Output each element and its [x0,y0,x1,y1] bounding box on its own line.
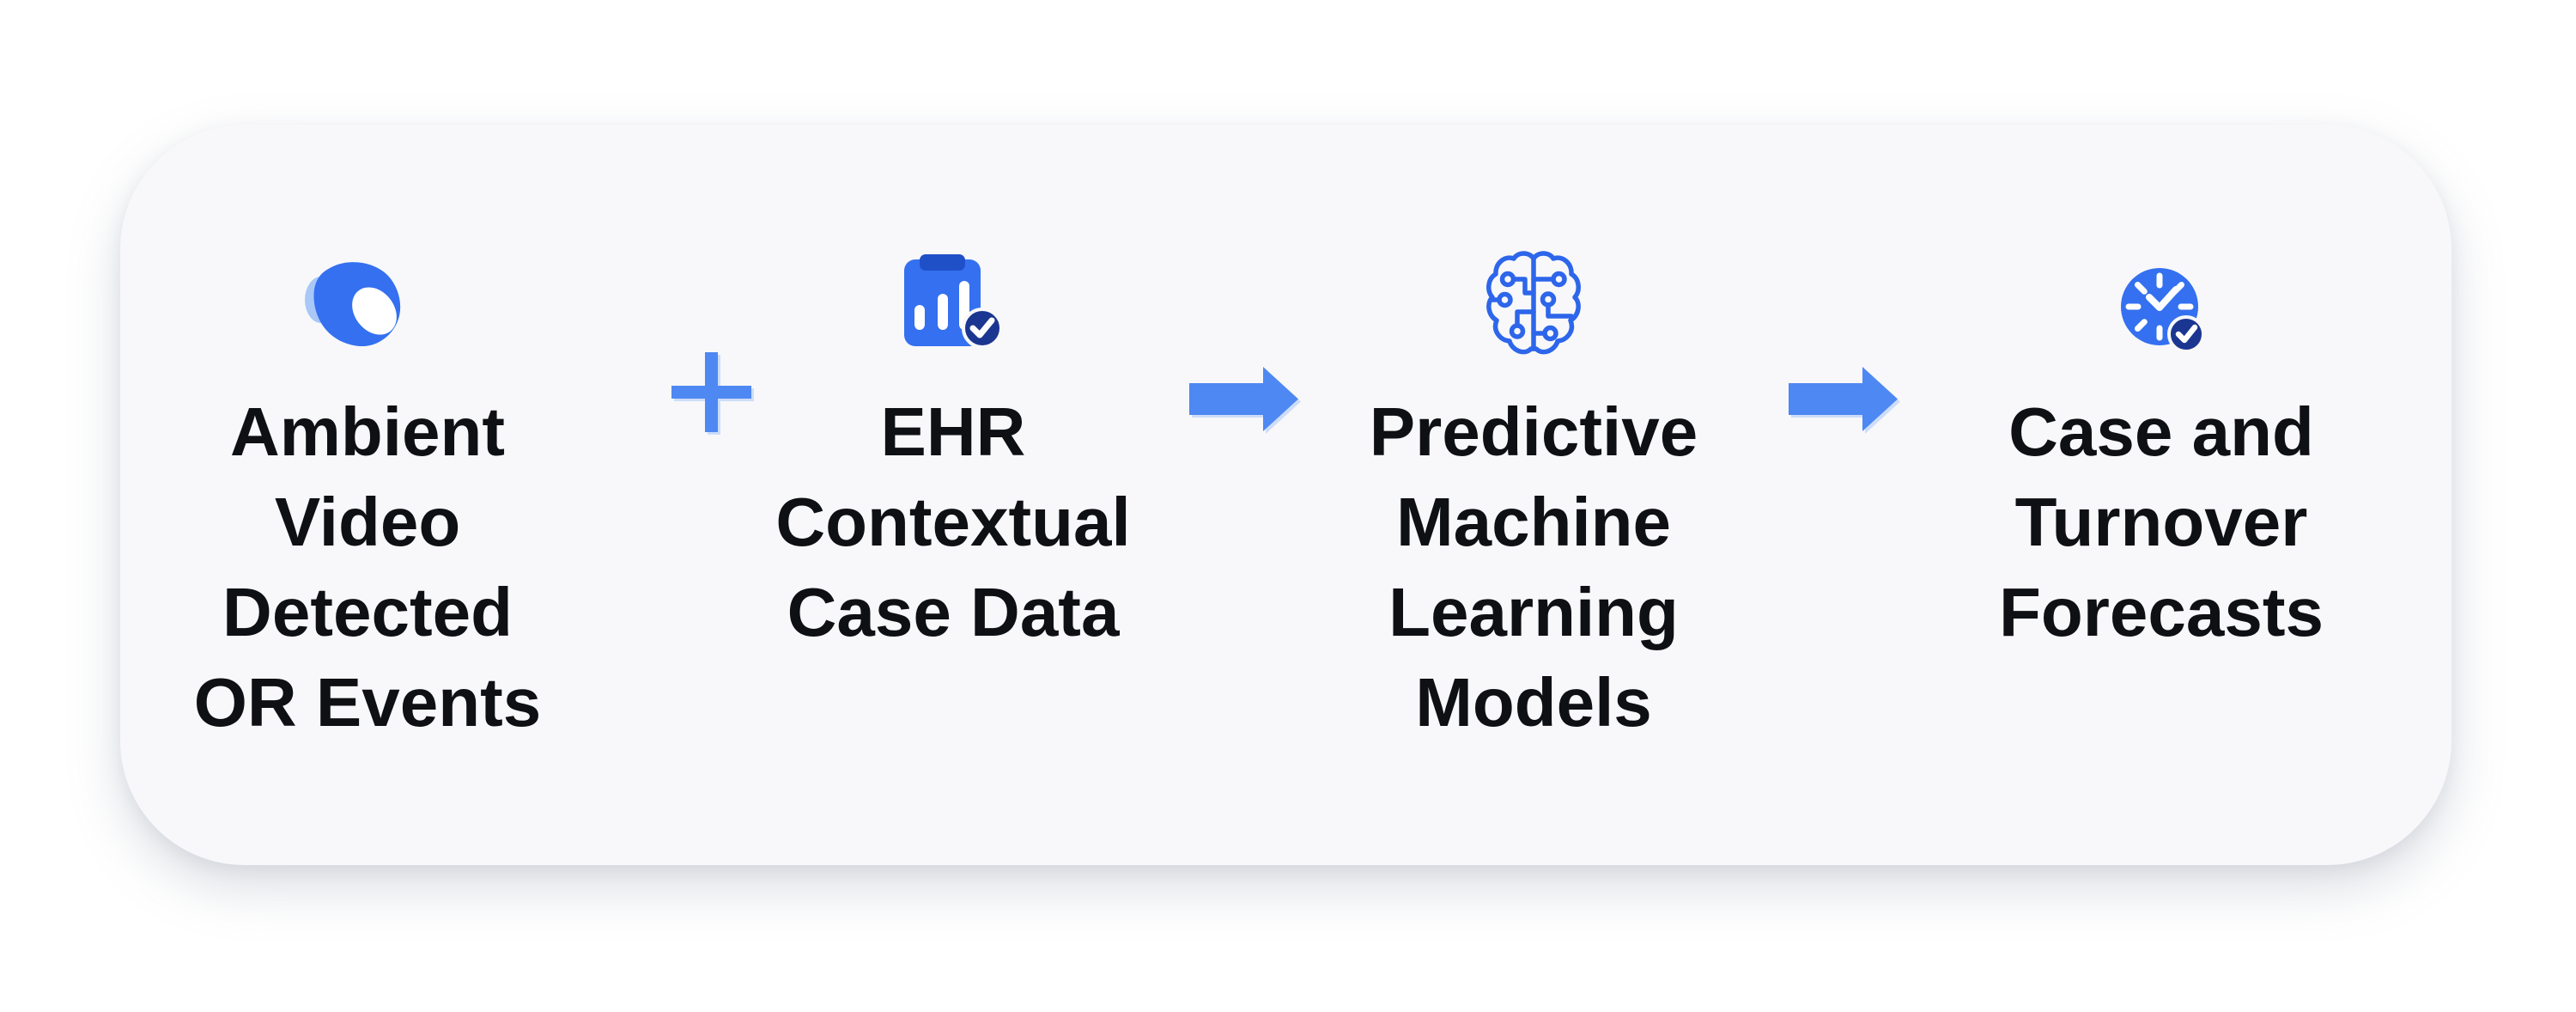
label-line: Machine [1395,484,1672,560]
video-camera-icon [305,262,401,347]
label-line: Case and [2008,393,2314,470]
label-line: Forecasts [1999,574,2324,650]
step-ml-models: Predictive Machine Learning Models [1310,249,1757,765]
label-line: Learning [1388,574,1679,650]
step-label-forecasts: Case and Turnover Forecasts [1938,387,2385,657]
label-line: EHR [880,393,1026,470]
label-line: Models [1415,664,1652,741]
label-line: Detected [222,574,513,650]
flow-card [120,125,2451,865]
label-line: Contextual [775,484,1131,560]
step-label-ambient-video: Ambient Video Detected OR Events [144,387,591,747]
step-ambient-video: Ambient Video Detected OR Events [144,249,591,765]
step-label-ehr-case-data: EHR Contextual Case Data [730,387,1176,657]
arrow-right-icon [1189,367,1298,431]
label-line: Predictive [1369,393,1698,470]
label-line: Ambient [230,393,505,470]
plus-icon [671,352,751,432]
label-line: Video [274,484,461,560]
clock-check-icon [2121,268,2204,351]
brain-circuit-icon [1486,251,1581,355]
arrow-right-icon [1789,367,1898,431]
label-line: OR Events [193,664,542,741]
step-ehr-case-data: EHR Contextual Case Data [730,249,1176,765]
step-label-ml-models: Predictive Machine Learning Models [1310,387,1757,747]
label-line: Case Data [787,574,1120,650]
label-line: Turnover [2014,484,2308,560]
clipboard-chart-check-icon [904,254,1003,349]
step-forecasts: Case and Turnover Forecasts [1938,249,2385,765]
